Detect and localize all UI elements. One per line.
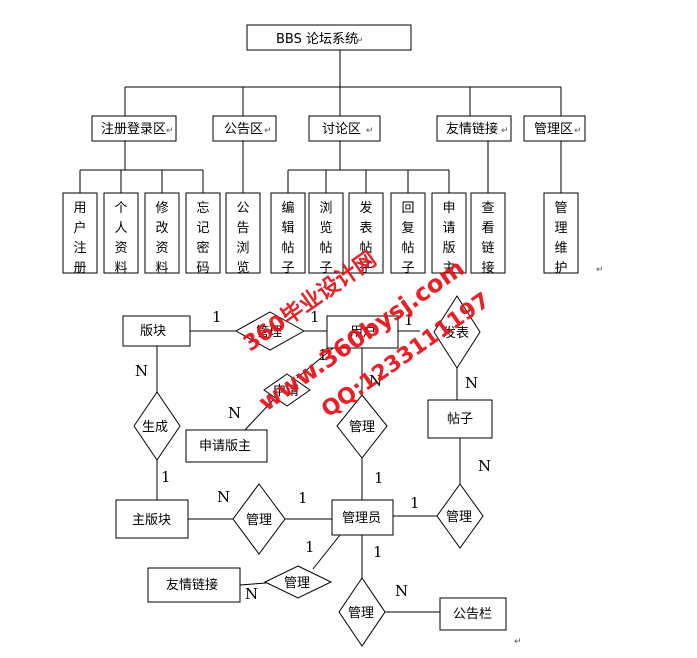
entity-friend-link-label: 友情链接 [166,577,218,593]
module-notice-box [212,115,277,142]
child-label: 忘记密码 [196,201,209,276]
rel-admin-notice [338,577,386,647]
card-noticerel-notice: N [395,582,408,600]
module-register-box [91,115,177,142]
entity-notice-board-label: 公告栏 [453,607,492,622]
rel-admin-main [232,483,286,555]
er-diagram: 版块 用户 帖子 申请版主 主版块 管理员 友情链接 公告栏 管理 发表 生成 … [115,295,522,647]
rel-apply-label: 申请 [273,384,299,399]
card-main-adminrel: N [217,488,230,506]
child-register-3: 忘记密码 [185,192,221,276]
entity-admin [331,499,394,536]
child-label: 浏览帖子 [319,200,332,276]
module-links-label: 友情链接 [446,121,498,137]
return-mark: ↵ [356,36,364,46]
card-rel-user: 1 [310,308,320,326]
child-register-1: 个人资料 [103,192,139,276]
root-box [246,24,412,51]
module-discuss-box [308,115,381,142]
child-label: 回复帖子 [401,201,414,276]
card-publish-post: N [465,374,478,392]
child-notice-0: 公告浏览 [225,192,261,276]
card-user-publish: 1 [404,311,414,329]
card-post-adminrel: N [478,457,491,475]
return-mark: ↵ [264,126,272,136]
child-label: 修改资料 [155,201,168,276]
card-adminrel-admin: 1 [374,469,384,487]
rel-generate [133,391,181,461]
child-discuss-3: 回复帖子 [390,192,426,276]
entity-admin-label: 管理员 [342,511,381,526]
child-discuss-4: 申请版主 [431,192,467,276]
child-label: 申请版主 [442,201,455,276]
rel-admin-main-label: 管理 [246,513,272,528]
child-discuss-0: 编辑帖子 [270,192,306,276]
card-adminrel-admin3: 1 [410,494,420,512]
root-label: BBS 论坛系统 [276,32,358,47]
entity-user-label: 用户 [350,324,376,340]
module-manage-label: 管理区 [534,122,573,137]
child-label: 公告浏览 [236,201,249,276]
child-register-0: 用户注册 [62,192,98,276]
child-label: 编辑帖子 [281,201,294,276]
return-mark: ↵ [596,265,604,275]
rel-publish-label: 发表 [443,325,469,341]
rel-admin-post [436,483,484,549]
rel-admin-link-label: 管理 [284,576,310,591]
child-label: 发表帖子 [359,200,372,276]
card-adminrel-admin2: 1 [298,489,308,507]
entity-post-label: 帖子 [447,412,473,427]
return-mark: ↵ [366,126,374,136]
rel-apply [263,373,311,407]
entity-apply-mod-label: 申请版主 [199,439,251,454]
child-register-2: 修改资料 [144,192,180,276]
entity-main-board-label: 主版块 [132,513,171,528]
return-mark: ↵ [501,126,509,136]
card-linkrel-link: N [245,585,258,603]
card-apply-mod: N [228,404,241,422]
child-label: 管理维护 [554,201,567,276]
entity-post [427,399,493,439]
rel-admin-user-label: 管理 [349,420,375,435]
entity-main-board [115,499,189,539]
child-discuss-1: 浏览帖子 [308,192,344,276]
return-mark: ↵ [166,126,174,136]
card-admin-noticerel: 1 [373,543,383,561]
card-admin-linkrel: 1 [305,538,315,556]
child-links-0: 查看链接 [470,192,506,276]
card-generate-main: 1 [161,468,171,486]
entity-notice-board [439,597,507,631]
rel-publish [433,295,481,369]
child-label: 个人资料 [114,201,127,276]
rel-admin-post-label: 管理 [446,510,472,525]
rel-admin-notice-label: 管理 [348,606,374,621]
function-hierarchy: BBS 论坛系统 ↵ 注册登录区 ↵ 公告区 ↵ 讨论区 ↵ 友情链接 ↵ 管理… [62,24,604,276]
rel-generate-label: 生成 [142,420,168,435]
module-links-box [436,115,512,142]
card-bankuai-generate: N [135,362,148,380]
entity-apply-mod [185,429,268,463]
rel-guanli-top [234,311,306,351]
rel-admin-user [336,394,388,459]
child-label: 用户注册 [73,201,86,276]
entity-user [326,315,399,349]
child-manage-0: 管理维护 [543,192,579,276]
module-manage-box [523,115,586,142]
module-notice-label: 公告区 [224,122,263,137]
child-discuss-2: 发表帖子 [348,192,384,276]
entity-bankuai-label: 版块 [140,324,166,339]
entity-friend-link [147,567,241,603]
card-user-adminrel: N [369,372,382,390]
entity-bankuai [122,315,191,347]
card-user-apply: 1 [318,346,328,364]
card-bankuai-rel: 1 [212,308,222,326]
return-mark: ↵ [514,637,522,647]
rel-admin-link [263,565,333,599]
module-discuss-label: 讨论区 [322,122,361,137]
return-mark: ↵ [574,126,582,136]
rel-guanli-top-label: 管理 [256,325,282,340]
child-label: 查看链接 [481,201,494,276]
module-register-label: 注册登录区 [101,122,166,137]
